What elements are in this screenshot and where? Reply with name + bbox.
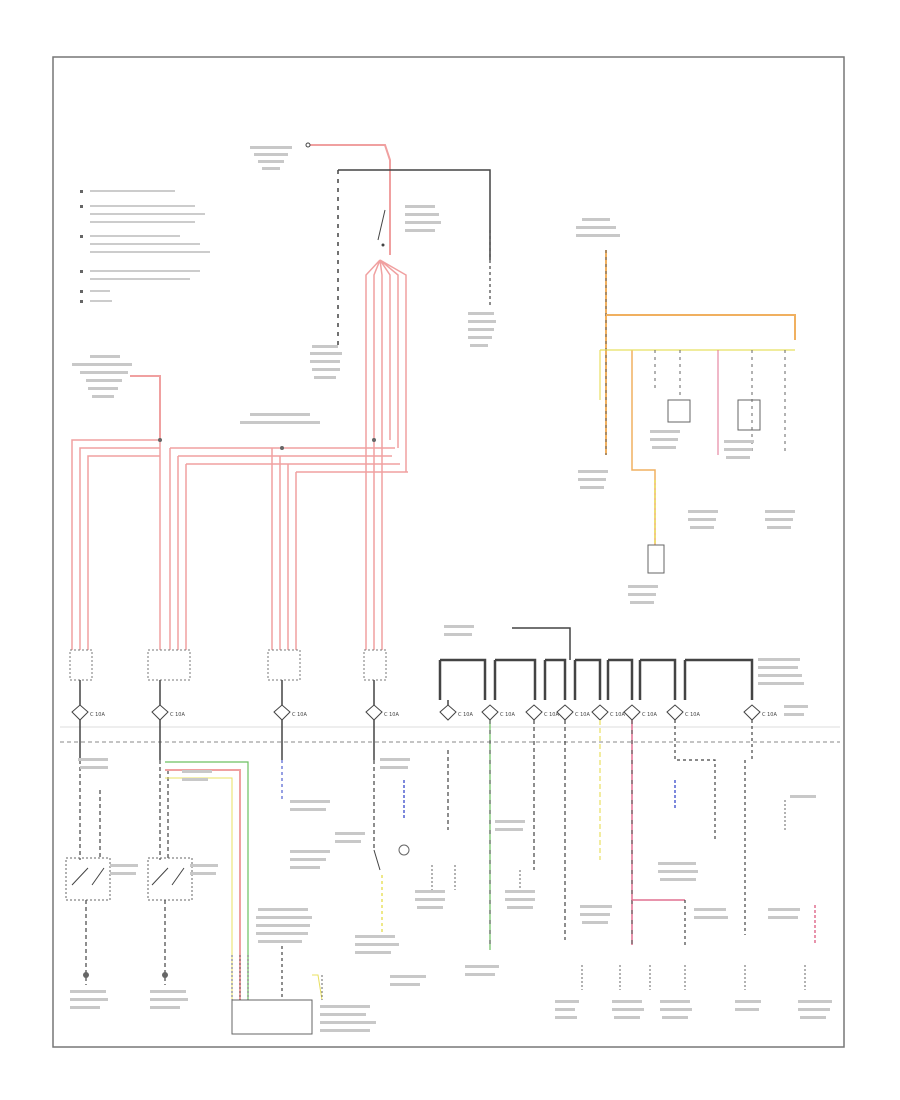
right-top-distribution	[599, 250, 796, 574]
fuse-label-9: C 10A	[610, 712, 625, 718]
top-power-distribution	[305, 142, 491, 345]
fuse-label-3: C 10A	[292, 712, 307, 718]
fuse-6	[481, 704, 499, 721]
fuse-9	[591, 704, 609, 721]
left-red-bus	[71, 320, 408, 650]
fuse-label-7: C 10A	[544, 712, 559, 718]
right-black-bus	[438, 627, 754, 700]
fuse-2	[151, 704, 169, 760]
fuse-1	[71, 704, 89, 760]
fuse-label-2: C 10A	[170, 712, 185, 718]
fuse-11	[666, 704, 684, 721]
fuse-label-12: C 10A	[762, 712, 777, 718]
fuse-8	[556, 704, 574, 721]
fuse-3	[273, 704, 291, 760]
fuse-label-8: C 10A	[575, 712, 590, 718]
fuse-label-11: C 10A	[685, 712, 700, 718]
fuse-5	[439, 700, 457, 721]
fuse-4	[365, 704, 383, 760]
diagram-frame	[52, 56, 845, 1048]
fuse-label-4: C 10A	[384, 712, 399, 718]
fuses: C 10A C 10A C 10A C 10A C 10A C 10A C 10…	[71, 700, 777, 760]
fuse-label-6: C 10A	[500, 712, 515, 718]
fuse-label-5: C 10A	[458, 712, 473, 718]
legend-notes	[80, 190, 210, 303]
lower-middle-circuits	[373, 720, 535, 950]
red-connector-strips	[69, 649, 387, 705]
fuse-7	[525, 704, 543, 721]
lower-right-circuits	[564, 720, 816, 990]
fuse-label-10: C 10A	[642, 712, 657, 718]
fuse-10	[623, 704, 641, 721]
label-blocks	[70, 146, 832, 1032]
fuse-12	[743, 704, 761, 721]
fuse-box-boundary	[60, 726, 840, 743]
fuse-label-1: C 10A	[90, 712, 105, 718]
